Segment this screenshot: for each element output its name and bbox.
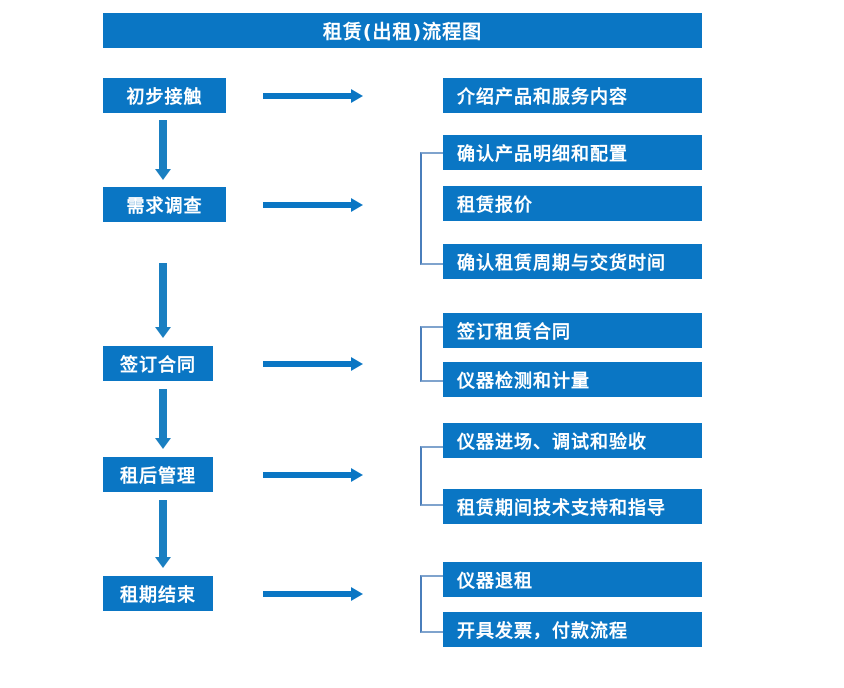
task-box-confirm-rental-period[interactable]: 确认租赁周期与交货时间 bbox=[443, 244, 702, 279]
task-box-sign-rental-contract[interactable]: 签订租赁合同 bbox=[443, 313, 702, 348]
stage-box-sign-contract[interactable]: 签订合同 bbox=[103, 346, 213, 381]
task-box-instrument-return[interactable]: 仪器退租 bbox=[443, 562, 702, 597]
task-box-instrument-delivery-commissioning[interactable]: 仪器进场、调试和验收 bbox=[443, 423, 702, 458]
task-box-invoice-payment[interactable]: 开具发票，付款流程 bbox=[443, 612, 702, 647]
stage-box-requirement-survey[interactable]: 需求调查 bbox=[103, 187, 226, 222]
task-box-instrument-inspection[interactable]: 仪器检测和计量 bbox=[443, 362, 702, 397]
bracket-group-5 bbox=[420, 575, 443, 633]
task-box-confirm-product-details[interactable]: 确认产品明细和配置 bbox=[443, 135, 702, 170]
task-box-introduce-products[interactable]: 介绍产品和服务内容 bbox=[443, 78, 702, 113]
stage-box-initial-contact[interactable]: 初步接触 bbox=[103, 78, 226, 113]
page-title: 租赁(出租)流程图 bbox=[103, 13, 702, 48]
bracket-group-2 bbox=[420, 152, 443, 265]
bracket-group-3 bbox=[420, 326, 443, 382]
bracket-group-4 bbox=[420, 446, 443, 506]
task-box-technical-support[interactable]: 租赁期间技术支持和指导 bbox=[443, 489, 702, 524]
task-box-rental-quotation[interactable]: 租赁报价 bbox=[443, 186, 702, 221]
stage-box-rental-end[interactable]: 租期结束 bbox=[103, 576, 213, 611]
stage-box-post-rental-management[interactable]: 租后管理 bbox=[103, 457, 213, 492]
